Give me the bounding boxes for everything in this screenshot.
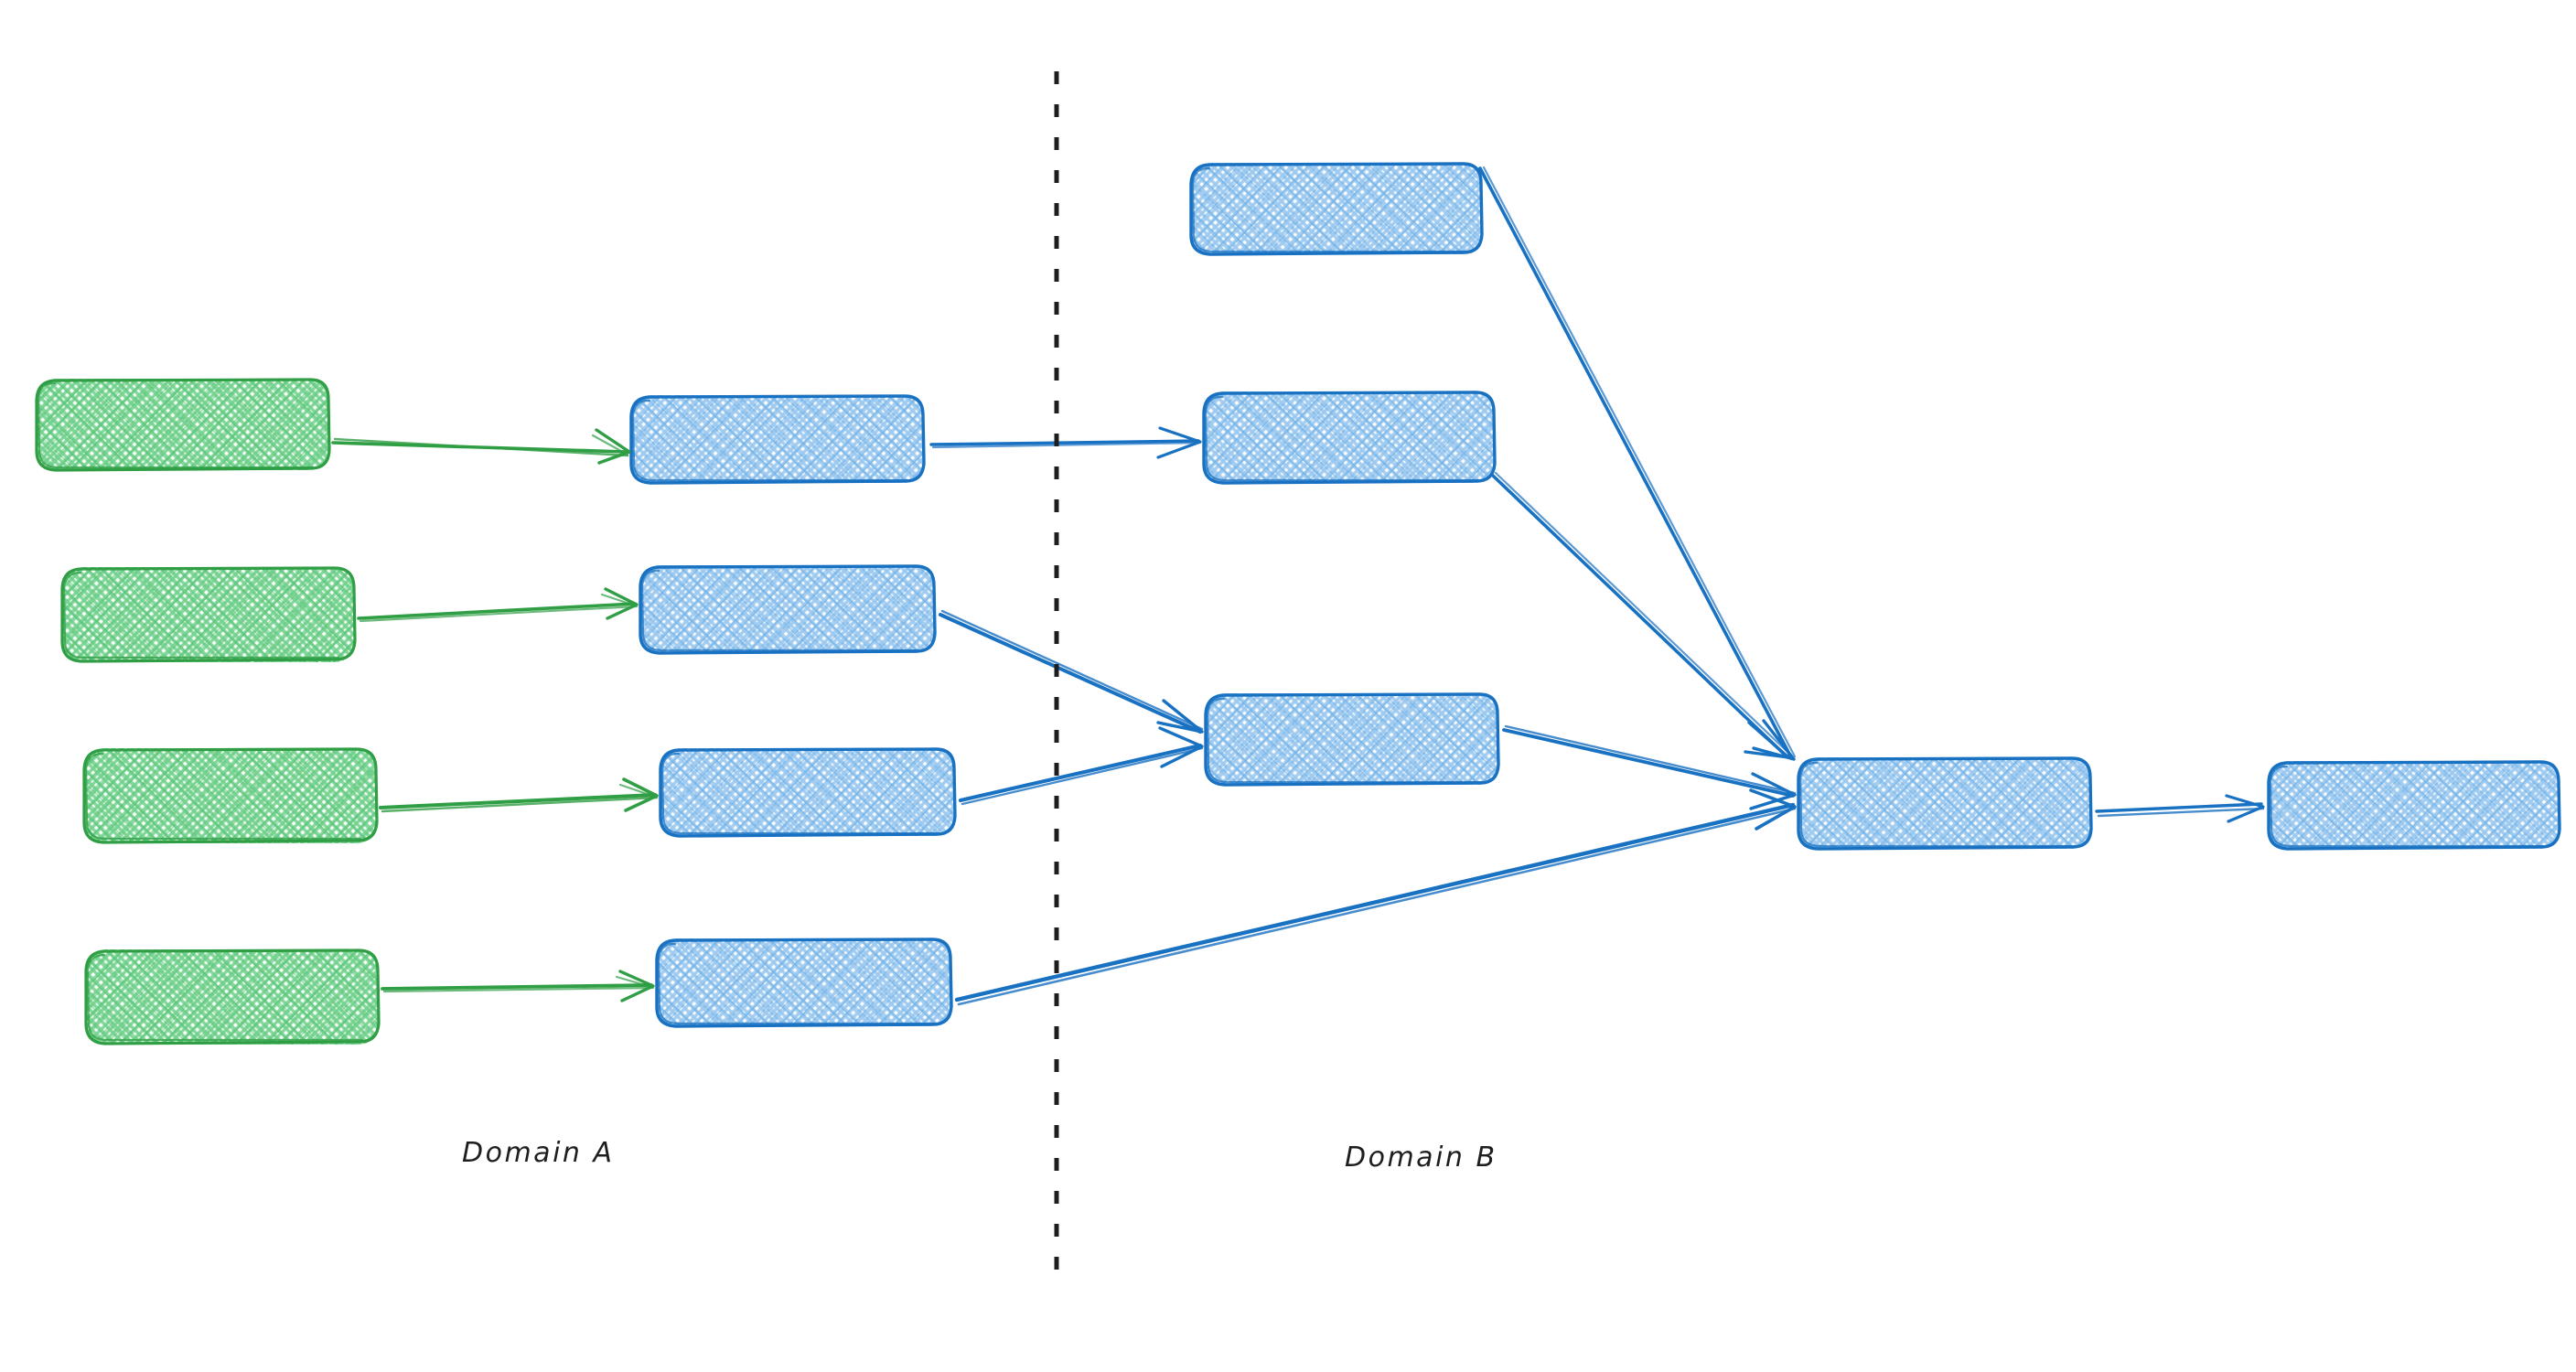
node-b-sink[interactable] <box>1797 756 2093 851</box>
node-a-mid-4[interactable] <box>655 938 953 1028</box>
node-outline-sketch <box>1204 395 1480 482</box>
node-a-src-1[interactable] <box>35 378 331 472</box>
arrowhead <box>618 970 655 1002</box>
arrowhead <box>604 587 639 620</box>
node-a-mid-2[interactable] <box>639 564 937 655</box>
edge-a-src-1-to-a-mid-1 <box>331 428 631 465</box>
domain-a-label: Domain A <box>462 1137 615 1169</box>
edge-a-mid-3-to-b-3 <box>959 726 1204 806</box>
node-outline <box>82 747 379 844</box>
node-outline-sketch <box>1206 697 1484 784</box>
arrowhead <box>1156 426 1202 459</box>
node-outline-sketch <box>660 752 940 835</box>
node-fill <box>1191 163 1482 254</box>
node-outline-sketch <box>37 381 315 469</box>
node-outline-sketch <box>62 571 340 659</box>
edge-b-2-to-b-sink <box>1491 471 1790 759</box>
arrowhead <box>2225 794 2265 823</box>
edge-a-src-2-to-a-mid-2 <box>357 587 639 623</box>
arrowhead <box>1752 719 1796 761</box>
domain-b-label: Domain B <box>1345 1142 1497 1174</box>
node-outline-sketch <box>631 399 909 482</box>
node-fill <box>84 748 377 843</box>
arrowhead-sketch <box>591 434 629 456</box>
edge-a-src-4-to-a-mid-4 <box>381 970 655 1002</box>
arrowhead <box>1744 721 1790 759</box>
node-fill <box>660 748 955 836</box>
node-a-src-4[interactable] <box>84 949 381 1045</box>
node-fill <box>37 379 329 470</box>
node-fill <box>657 938 951 1026</box>
edge-a-mid-2-to-b-3 <box>939 609 1204 734</box>
node-outline-sketch <box>657 942 937 1025</box>
node-fill <box>1798 757 2091 849</box>
node-outline-sketch <box>84 752 362 841</box>
arrowhead <box>595 428 631 465</box>
node-outline <box>60 566 357 663</box>
node-b-3[interactable] <box>1204 692 1500 787</box>
node-b-out[interactable] <box>2267 760 2561 851</box>
edge-b-sink-to-b-out <box>2095 794 2265 823</box>
node-outline-sketch <box>86 953 364 1042</box>
node-a-src-2[interactable] <box>60 566 357 663</box>
node-fill <box>1204 391 1495 483</box>
edge-a-mid-4-to-b-sink <box>954 788 1797 1006</box>
node-outline-sketch <box>640 569 920 652</box>
node-a-mid-3[interactable] <box>659 747 957 838</box>
edge-a-src-3-to-a-mid-3 <box>379 777 659 813</box>
node-fill <box>86 949 379 1045</box>
arrowhead-sketch <box>600 593 637 607</box>
node-fill <box>631 395 924 483</box>
node-fill <box>2269 761 2560 849</box>
edge-a-mid-1-to-b-2 <box>929 426 1202 459</box>
edge-b-1-to-b-sink <box>1478 166 1797 761</box>
node-fill <box>640 565 935 653</box>
arrowhead <box>1749 772 1797 810</box>
node-a-src-3[interactable] <box>82 747 379 844</box>
node-fill <box>1206 693 1498 785</box>
node-outline-sketch <box>2269 765 2545 848</box>
arrowhead <box>1749 788 1797 831</box>
node-outline-sketch <box>1191 166 1467 253</box>
node-fill <box>62 567 355 662</box>
node-outline-sketch <box>1798 761 2077 848</box>
arrowhead-sketch <box>615 975 653 989</box>
arrowhead <box>1158 726 1204 768</box>
arrowhead <box>1156 699 1204 734</box>
arrowhead-sketch <box>618 783 657 799</box>
node-a-mid-1[interactable] <box>629 394 926 485</box>
arrowhead <box>622 777 659 812</box>
node-b-2[interactable] <box>1202 391 1497 485</box>
node-outline <box>84 949 381 1045</box>
node-b-1[interactable] <box>1189 162 1484 256</box>
edge-b-3-to-b-sink <box>1502 724 1797 810</box>
